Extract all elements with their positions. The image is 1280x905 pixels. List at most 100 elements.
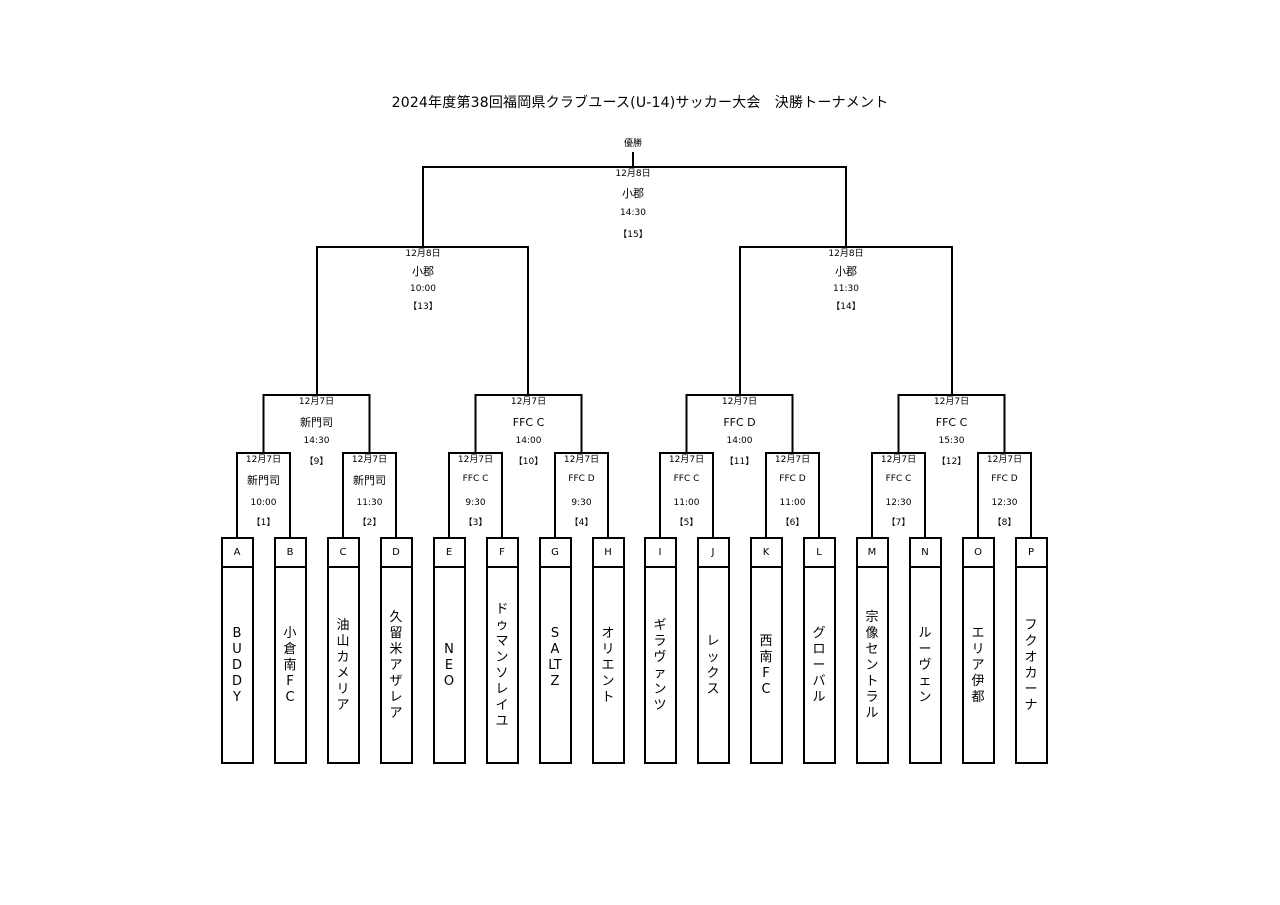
match-venue: FFC C xyxy=(885,474,912,484)
match-number: 【15】 xyxy=(618,230,648,240)
match-time: 12:30 xyxy=(991,498,1018,508)
match-date: 12月7日 xyxy=(510,397,547,407)
team-name: グローバル xyxy=(812,626,826,705)
match-venue: 新門司 xyxy=(353,474,386,487)
match-time: 11:00 xyxy=(779,498,806,508)
match-venue: 小郡 xyxy=(835,265,857,278)
match-number: 【10】 xyxy=(513,457,544,467)
team-name: ルーヴェン xyxy=(918,626,932,705)
team-box: エリア伊都 xyxy=(961,568,995,764)
match-date: 12月7日 xyxy=(774,455,811,465)
team-letter: B xyxy=(273,537,307,568)
match-number: 【9】 xyxy=(304,457,329,467)
match-venue: FFC D xyxy=(779,474,806,484)
team-box: 西南FC xyxy=(749,568,783,764)
match-venue: 小郡 xyxy=(412,265,434,278)
team-letter: N xyxy=(908,537,942,568)
team-box: 宗像セントラル xyxy=(855,568,889,764)
team-letter: L xyxy=(802,537,836,568)
match-venue: FFC D xyxy=(723,416,756,429)
team-letter: H xyxy=(591,537,625,568)
team-letter: E xyxy=(432,537,466,568)
match-number: 【2】 xyxy=(357,518,382,528)
team-box: NEO xyxy=(432,568,466,764)
team-letter: G xyxy=(538,537,572,568)
match-time: 14:00 xyxy=(726,436,753,446)
match-number: 【7】 xyxy=(886,518,911,528)
team-box: ギラヴァンツ xyxy=(643,568,677,764)
team-box: オリエント xyxy=(591,568,625,764)
team-name: フクオカーナ xyxy=(1024,618,1038,713)
bracket-connector-final xyxy=(422,166,847,247)
team-box: 久留米アザレア xyxy=(379,568,413,764)
match-time: 14:00 xyxy=(515,436,542,446)
match-time: 11:30 xyxy=(833,284,859,294)
match-time: 11:00 xyxy=(673,498,700,508)
match-venue: 新門司 xyxy=(300,416,333,429)
match-date: 12月7日 xyxy=(298,397,335,407)
match-venue: FFC C xyxy=(673,474,700,484)
team-box: レックス xyxy=(696,568,730,764)
team-letter: P xyxy=(1014,537,1048,568)
team-box: 油山カメリア xyxy=(326,568,360,764)
champion-label: 優勝 xyxy=(623,139,643,149)
team-box: ドゥマンソレイユ xyxy=(485,568,519,764)
match-number: 【5】 xyxy=(674,518,699,528)
team-name: SALTZ xyxy=(548,626,562,689)
team-letter: K xyxy=(749,537,783,568)
match-number: 【1】 xyxy=(251,518,276,528)
team-name: オリエント xyxy=(601,626,615,705)
match-number: 【3】 xyxy=(463,518,488,528)
match-date: 12月8日 xyxy=(828,249,864,259)
match-date: 12月7日 xyxy=(457,455,494,465)
team-letter: D xyxy=(379,537,413,568)
page-title: 2024年度第38回福岡県クラブユース(U-14)サッカー大会 決勝トーナメント xyxy=(391,95,889,111)
team-letter: M xyxy=(855,537,889,568)
team-box: BUDDY xyxy=(220,568,254,764)
team-name: BUDDY xyxy=(231,626,242,705)
team-name: 油山カメリア xyxy=(336,618,350,713)
match-date: 12月7日 xyxy=(986,455,1023,465)
match-venue: FFC D xyxy=(568,474,595,484)
match-time: 12:30 xyxy=(885,498,912,508)
team-letter: I xyxy=(643,537,677,568)
match-date: 12月7日 xyxy=(933,397,970,407)
team-box: ルーヴェン xyxy=(908,568,942,764)
match-venue: FFC C xyxy=(462,474,489,484)
team-letter: F xyxy=(485,537,519,568)
team-box: 小倉南FC xyxy=(273,568,307,764)
team-name: 西南FC xyxy=(759,634,773,697)
match-number: 【12】 xyxy=(936,457,967,467)
match-time: 15:30 xyxy=(938,436,965,446)
match-time: 10:00 xyxy=(410,284,436,294)
team-name: レックス xyxy=(706,634,720,697)
team-letter: C xyxy=(326,537,360,568)
team-name: 小倉南FC xyxy=(283,626,297,705)
match-number: 【13】 xyxy=(408,302,438,312)
match-number: 【11】 xyxy=(724,457,755,467)
match-date: 12月7日 xyxy=(351,455,388,465)
team-letter: J xyxy=(696,537,730,568)
match-date: 12月7日 xyxy=(563,455,600,465)
team-name: 宗像セントラル xyxy=(865,610,879,721)
match-date: 12月8日 xyxy=(405,249,441,259)
match-number: 【14】 xyxy=(831,302,861,312)
match-venue: FFC C xyxy=(512,416,545,429)
match-time: 14:30 xyxy=(620,208,646,218)
team-name: NEO xyxy=(443,642,455,689)
match-date: 12月7日 xyxy=(880,455,917,465)
match-time: 10:00 xyxy=(250,498,277,508)
team-letter: A xyxy=(220,537,254,568)
match-date: 12月7日 xyxy=(721,397,758,407)
team-box: SALTZ xyxy=(538,568,572,764)
match-date: 12月7日 xyxy=(245,455,282,465)
match-time: 9:30 xyxy=(465,498,486,508)
team-name: 久留米アザレア xyxy=(389,610,403,721)
match-number: 【4】 xyxy=(569,518,594,528)
match-time: 11:30 xyxy=(356,498,383,508)
team-name: ギラヴァンツ xyxy=(653,618,667,713)
match-venue: FFC D xyxy=(991,474,1018,484)
match-time: 9:30 xyxy=(571,498,592,508)
match-time: 14:30 xyxy=(303,436,330,446)
